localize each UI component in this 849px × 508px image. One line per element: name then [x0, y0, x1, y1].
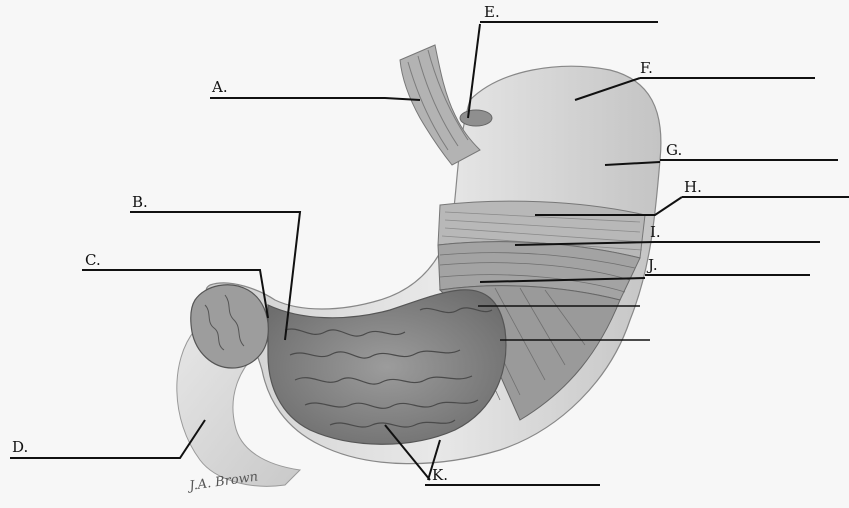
leader-d: [10, 420, 205, 458]
label-i: I.: [650, 225, 661, 240]
label-c: C.: [85, 253, 101, 268]
label-f: F.: [640, 61, 653, 76]
label-h: H.: [684, 180, 702, 195]
label-a: A.: [212, 80, 228, 95]
label-d: D.: [12, 440, 28, 455]
label-j: J.: [648, 258, 658, 273]
label-k: K.: [432, 468, 448, 483]
label-g: G.: [666, 143, 682, 158]
label-b: B.: [132, 195, 148, 210]
leader-a: [210, 98, 420, 100]
label-e: E.: [484, 5, 500, 20]
cardiac-sphincter: [460, 110, 492, 126]
